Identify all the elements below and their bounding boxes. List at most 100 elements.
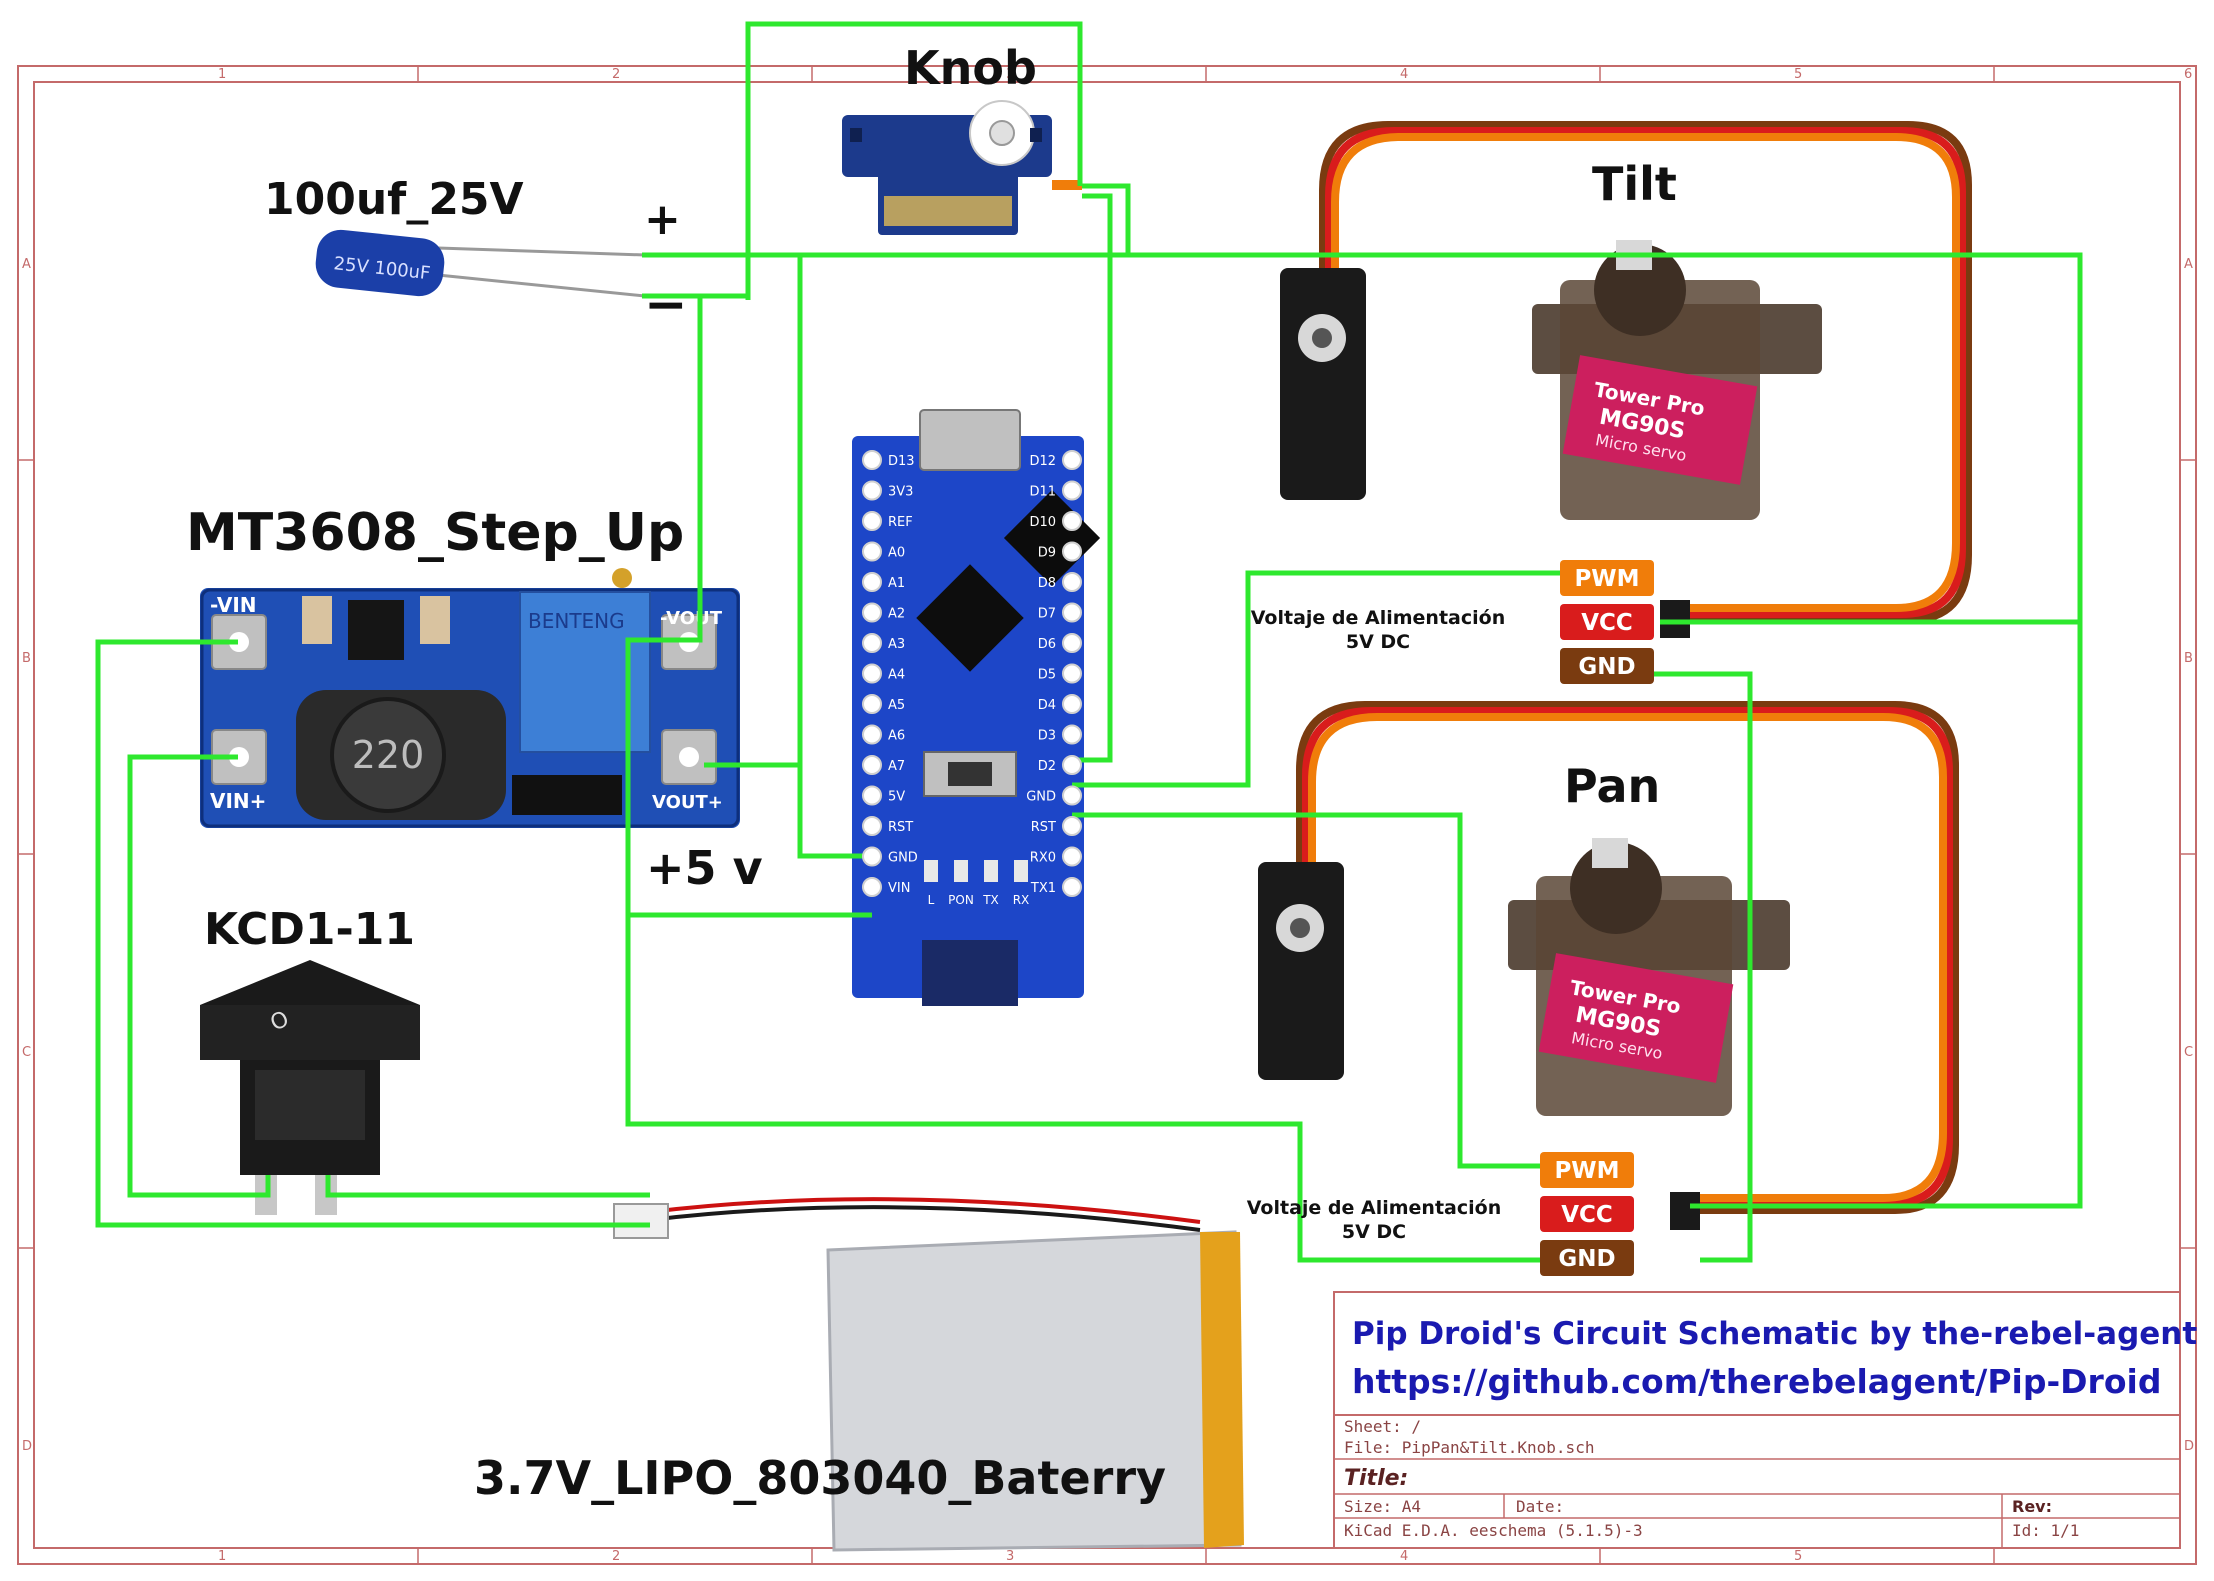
- arduino-nano: [852, 409, 1101, 1006]
- nano-pin-label-right-d6: D6: [1038, 637, 1056, 652]
- nano-pin-label-left-a7: A7: [888, 759, 905, 774]
- nano-led-label-rx: RX: [1013, 893, 1030, 907]
- inductor-label: 220: [352, 733, 425, 777]
- title-tool: KiCad E.D.A. eeschema (5.1.5)-3: [1344, 1521, 1643, 1540]
- nano-pin-label-left-a1: A1: [888, 576, 905, 591]
- stepup-vin-minus: -VIN: [210, 593, 257, 617]
- tilt-gnd-label: GND: [1578, 654, 1635, 680]
- nano-pin-left-a5: [862, 694, 882, 714]
- wire-pan-pwm: [1072, 812, 1540, 1169]
- nano-pin-left-rst: [862, 816, 882, 836]
- trimmer-label: BENTENG: [528, 609, 625, 633]
- frame-row-a: A: [22, 257, 31, 272]
- stepup-vout-plus: VOUT+: [652, 792, 723, 813]
- nano-pin-label-left-a3: A3: [888, 637, 905, 652]
- nano-pin-left-a7: [862, 755, 882, 775]
- nano-pin-label-right-tx1: TX1: [1030, 881, 1056, 896]
- kcd1-switch: O: [200, 960, 420, 1215]
- tilt-pwm-label: PWM: [1574, 566, 1639, 592]
- nano-pin-right-gnd: [1062, 785, 1082, 806]
- nano-pin-label-right-d10: D10: [1029, 515, 1056, 530]
- tilt-power-note-line1: Voltaje de Alimentación: [1251, 607, 1505, 629]
- wire-knob-signal: [1072, 193, 1113, 763]
- label-stepup: MT3608_Step_Up: [186, 503, 684, 563]
- wire-cap-plus-rail: [642, 252, 2083, 1209]
- nano-pin-right-d8: [1062, 572, 1082, 592]
- nano-pin-right-d6: [1062, 633, 1082, 653]
- frame-col-5-bottom: 5: [1794, 1549, 1802, 1564]
- nano-pin-label-left-5v: 5V: [888, 790, 905, 805]
- stepup-vin-plus: VIN+: [210, 789, 266, 813]
- label-battery: 3.7V_LIPO_803040_Baterry: [474, 1451, 1166, 1505]
- wire-vin-minus: [95, 639, 650, 1228]
- nano-led-l: [924, 860, 938, 882]
- nano-pin-left-a4: [862, 663, 882, 684]
- nano-pin-label-left-a0: A0: [888, 546, 905, 561]
- nano-pin-label-right-d8: D8: [1038, 576, 1056, 591]
- label-cap-plus: +: [644, 194, 681, 245]
- frame-row-a-right: A: [2184, 257, 2193, 272]
- nano-led-rx: [1014, 860, 1028, 882]
- nano-pin-label-right-d3: D3: [1038, 729, 1056, 744]
- nano-pin-label-left-a6: A6: [888, 729, 905, 744]
- title-sheet: Sheet: /: [1344, 1417, 1421, 1436]
- nano-pin-right-d9: [1062, 541, 1082, 562]
- frame-col-5: 5: [1794, 67, 1802, 82]
- servo-connectors: [1660, 600, 1700, 1230]
- nano-pin-label-left-a5: A5: [888, 698, 905, 713]
- nano-pin-label-right-gnd: GND: [1026, 790, 1056, 805]
- capacitor-100uf: 25V 100uF: [315, 229, 646, 298]
- nano-pin-right-d7: [1062, 602, 1082, 623]
- nano-pin-left-3v3: [862, 480, 882, 501]
- title-date: Date:: [1516, 1497, 1564, 1516]
- frame-col-3-bottom: 3: [1006, 1549, 1014, 1564]
- wire-knob-loop: [745, 21, 1083, 300]
- tilt-pin-labels: PWM VCC GND: [1560, 560, 1654, 684]
- title-url[interactable]: https://github.com/therebelagent/Pip-Dro…: [1352, 1362, 2161, 1401]
- frame-col-1: 1: [218, 67, 226, 82]
- label-capacitor: 100uf_25V: [264, 174, 524, 225]
- frame-col-6: 6: [2184, 67, 2192, 82]
- nano-pin-label-right-d4: D4: [1038, 698, 1056, 713]
- nano-pin-label-left-gnd: GND: [888, 851, 918, 866]
- nano-pin-label-right-rst: RST: [1031, 820, 1056, 835]
- frame-col-2-bottom: 2: [612, 1549, 620, 1564]
- nano-pin-label-right-d12: D12: [1029, 454, 1056, 469]
- nano-pin-label-left-a4: A4: [888, 668, 905, 683]
- label-switch: KCD1-11: [204, 904, 415, 955]
- nano-led-label-pon: PON: [948, 893, 974, 907]
- label-plus5v: +5 v: [646, 841, 763, 895]
- frame-row-b: B: [22, 651, 31, 666]
- nano-pin-left-a3: [862, 633, 882, 653]
- nano-pin-right-rst: [1062, 816, 1082, 836]
- nano-pin-label-left-rst: RST: [888, 820, 913, 835]
- nano-pin-right-d11: [1062, 480, 1082, 501]
- title-size: Size: A4: [1344, 1497, 1421, 1516]
- nano-pin-label-left-ref: REF: [888, 515, 913, 530]
- label-knob: Knob: [904, 41, 1037, 95]
- nano-pin-label-right-d11: D11: [1029, 485, 1056, 500]
- nano-pin-right-tx1: [1062, 877, 1082, 897]
- nano-pin-label-left-3v3: 3V3: [888, 485, 913, 500]
- nano-pin-left-a2: [862, 602, 882, 623]
- lipo-battery: [613, 1197, 1244, 1552]
- nano-pin-right-d4: [1062, 694, 1082, 714]
- nano-pin-label-left-vin: VIN: [888, 881, 910, 896]
- title-block: Pip Droid's Circuit Schematic by the-reb…: [1333, 1291, 2197, 1549]
- wire-vin-plus: [127, 754, 271, 1198]
- nano-pin-label-right-rx0: RX0: [1030, 851, 1056, 866]
- frame-col-1-bottom: 1: [218, 1549, 226, 1564]
- label-pan: Pan: [1564, 759, 1660, 813]
- frame-col-2: 2: [612, 67, 620, 82]
- nano-pin-left-a1: [862, 572, 882, 592]
- nano-pin-right-d10: [1062, 511, 1082, 531]
- nano-pin-label-left-d13: D13: [888, 454, 915, 469]
- nano-pin-left-d13: [862, 450, 882, 470]
- frame-row-b-right: B: [2184, 651, 2193, 666]
- nano-led-label-tx: TX: [982, 893, 999, 907]
- wire-knob-vcc: [1082, 183, 1131, 255]
- title-rev: Rev:: [2012, 1497, 2052, 1516]
- tilt-vcc-label: VCC: [1581, 610, 1633, 636]
